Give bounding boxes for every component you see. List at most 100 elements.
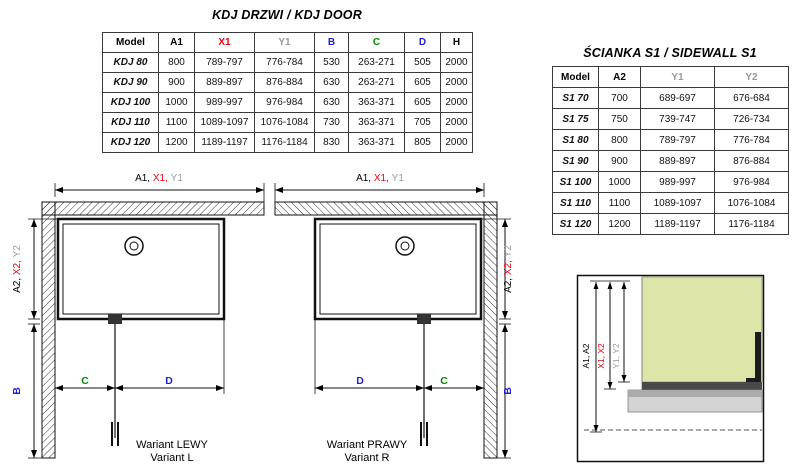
value-cell: 1200 [598, 213, 641, 235]
dim-label-a2x2y2-left: A2, X2, Y2 [12, 245, 23, 293]
model-cell: KDJ 80 [102, 52, 159, 73]
dim-label-d-left: D [165, 375, 173, 387]
value-cell: 889-897 [640, 150, 715, 172]
value-cell: 1000 [158, 92, 195, 113]
value-cell: 2000 [440, 132, 473, 153]
value-cell: 363-371 [348, 132, 405, 153]
col-header-y1: Y1 [640, 66, 715, 88]
s1-title: ŚCIANKA S1 / SIDEWALL S1 [583, 46, 757, 60]
value-cell: 1089-1097 [194, 112, 255, 133]
col-header-model: Model [102, 32, 159, 53]
value-cell: 730 [314, 112, 349, 133]
glass-pane [641, 276, 763, 383]
col-header-d: D [404, 32, 441, 53]
value-cell: 900 [598, 150, 641, 172]
col-header-y1: Y1 [254, 32, 315, 53]
value-cell: 263-271 [348, 52, 405, 73]
value-cell: 263-271 [348, 72, 405, 93]
value-cell: 1089-1097 [640, 192, 715, 214]
dim-label-c-left: C [81, 375, 89, 387]
value-cell: 630 [314, 72, 349, 93]
bottom-rail [642, 382, 762, 390]
value-cell: 530 [314, 52, 349, 73]
value-cell: 1200 [158, 132, 195, 153]
value-cell: 789-797 [194, 52, 255, 73]
variant-left-caption-line1: Wariant LEWY [136, 439, 208, 451]
dim-label-d-right: D [356, 375, 364, 387]
col-header-b: B [314, 32, 349, 53]
value-cell: 2000 [440, 72, 473, 93]
value-cell: 776-784 [254, 52, 315, 73]
model-cell: KDJ 100 [102, 92, 159, 113]
value-cell: 830 [314, 132, 349, 153]
dim-label-a2x2y2-right: A2, X2, Y2 [503, 245, 514, 293]
kdj-title: KDJ DRZWI / KDJ DOOR [212, 8, 362, 22]
col-header-c: C [348, 32, 405, 53]
variant-right-caption-line1: Wariant PRAWY [327, 439, 408, 451]
wall-profile [755, 332, 761, 384]
value-cell: 989-997 [640, 171, 715, 193]
value-cell: 363-371 [348, 92, 405, 113]
model-cell: KDJ 110 [102, 112, 159, 133]
value-cell: 363-371 [348, 112, 405, 133]
dim-label-c-right: C [440, 375, 448, 387]
sidewall-section-drawing: A1, A2 X1, X2 Y1, Y2 [576, 274, 765, 463]
value-cell: 1189-1197 [194, 132, 255, 153]
section-label-x1x2: X1, X2 [596, 343, 606, 369]
value-cell: 726-734 [714, 108, 789, 130]
section-frame [576, 274, 765, 463]
value-cell: 1100 [598, 192, 641, 214]
model-cell: KDJ 90 [102, 72, 159, 93]
value-cell: 705 [404, 112, 441, 133]
value-cell: 605 [404, 92, 441, 113]
variant-right-caption-line2: Variant R [344, 452, 389, 464]
value-cell: 676-684 [714, 87, 789, 109]
value-cell: 876-884 [254, 72, 315, 93]
value-cell: 1189-1197 [640, 213, 715, 235]
model-cell: KDJ 120 [102, 132, 159, 153]
col-header-h: H [440, 32, 473, 53]
value-cell: 750 [598, 108, 641, 130]
value-cell: 900 [158, 72, 195, 93]
value-cell: 505 [404, 52, 441, 73]
door-geometry-left [26, 181, 266, 460]
value-cell: 889-897 [194, 72, 255, 93]
model-cell: S1 100 [552, 171, 599, 193]
value-cell: 700 [598, 87, 641, 109]
col-header-a1: A1 [158, 32, 195, 53]
value-cell: 976-984 [714, 171, 789, 193]
value-cell: 789-797 [640, 129, 715, 151]
value-cell: 630 [314, 92, 349, 113]
model-cell: S1 75 [552, 108, 599, 130]
value-cell: 2000 [440, 92, 473, 113]
value-cell: 1176-1184 [254, 132, 315, 153]
variant-left-caption-line2: Variant L [150, 452, 193, 464]
model-cell: S1 80 [552, 129, 599, 151]
value-cell: 1176-1184 [714, 213, 789, 235]
value-cell: 2000 [440, 112, 473, 133]
model-cell: S1 70 [552, 87, 599, 109]
section-label-y1y2: Y1, Y2 [611, 343, 621, 369]
col-header-x1: X1 [194, 32, 255, 53]
model-cell: S1 110 [552, 192, 599, 214]
col-header-model: Model [552, 66, 599, 88]
value-cell: 876-884 [714, 150, 789, 172]
section-label-a1a2: A1, A2 [581, 343, 591, 368]
value-cell: 1076-1084 [714, 192, 789, 214]
dim-label-b-left: B [12, 387, 23, 395]
dim-label-a1x1y1-left: A1, X1, Y1 [135, 173, 183, 184]
col-header-y2: Y2 [714, 66, 789, 88]
door-variants-drawing: A1, X1, Y1 A2, X2, Y2 B C D Wariant LEWY… [12, 173, 514, 464]
value-cell: 976-984 [254, 92, 315, 113]
